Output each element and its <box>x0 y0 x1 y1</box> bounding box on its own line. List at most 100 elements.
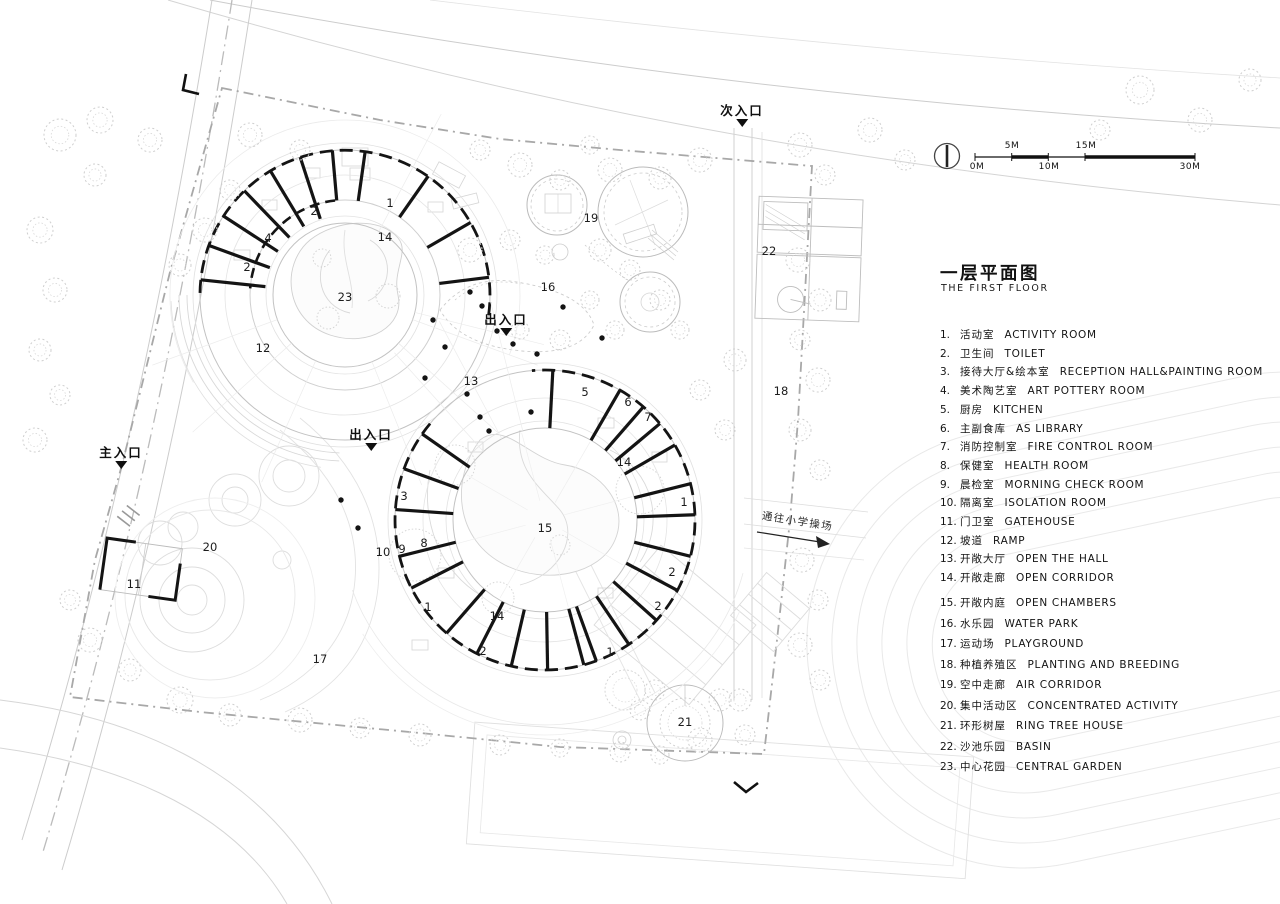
plan-number-label: 1 <box>424 600 432 614</box>
corner-mark-top-icon <box>181 73 200 96</box>
entrance-label: 主入口 <box>99 446 143 470</box>
scale-label: 10M <box>1038 162 1060 172</box>
tree-icon <box>687 147 713 173</box>
tree-icon <box>808 288 832 312</box>
tree-icon <box>789 329 811 351</box>
plan-number-label: 2 <box>310 204 318 218</box>
air-corridor-19 <box>526 166 689 333</box>
plan-number-label: 23 <box>337 290 353 304</box>
tree-icon <box>457 237 483 263</box>
tree-icon <box>648 166 672 190</box>
plan-number-label: 16 <box>540 280 556 294</box>
tree-icon <box>469 139 491 161</box>
tree-icon <box>805 367 831 393</box>
tree-icon <box>408 723 432 747</box>
tree-icon <box>287 707 313 733</box>
plan-number-label: 22 <box>761 244 777 258</box>
play-area-20 <box>114 417 380 713</box>
tree-icon <box>789 547 815 573</box>
tree-icon <box>629 699 651 721</box>
tree-icon <box>1125 75 1155 105</box>
plan-number-label: 2 <box>243 260 251 274</box>
plan-number-label: 15 <box>537 521 553 535</box>
plan-number-label: 18 <box>773 384 789 398</box>
tree-icon <box>785 247 811 273</box>
tree-icon <box>49 384 71 406</box>
tree-icon <box>708 688 732 712</box>
plan-number-label: 17 <box>312 652 328 666</box>
plan-number-label: 4 <box>264 231 272 245</box>
tree-icon <box>137 127 163 153</box>
scale-label: 0M <box>969 162 985 172</box>
tree-icon <box>605 320 625 340</box>
entrance-label: 次入口 <box>720 104 764 128</box>
north-arrow-icon <box>933 142 961 170</box>
scale-label: 15M <box>1075 141 1097 151</box>
plan-number-label: 2 <box>479 644 487 658</box>
plan-number-label: 1 <box>386 196 394 210</box>
tree-icon <box>609 741 631 763</box>
entrance-arrow-icon <box>364 443 377 452</box>
plan-number-label: 1 <box>680 495 688 509</box>
tree-icon <box>734 724 756 746</box>
tree-icon <box>809 459 831 481</box>
plan-number-label: 14 <box>616 455 632 469</box>
tree-icon <box>728 688 752 712</box>
tree-icon <box>650 745 670 765</box>
tree-icon <box>807 589 829 611</box>
central-garden-23 <box>290 222 403 340</box>
tree-icon <box>168 253 192 277</box>
plan-number-label: 20 <box>202 540 218 554</box>
tree-icon <box>499 229 521 251</box>
plan-number-label: 10 <box>375 545 391 559</box>
running-track <box>806 371 1280 869</box>
tree-icon <box>237 122 263 148</box>
tree-icon <box>549 329 571 351</box>
tree-icon <box>1187 107 1213 133</box>
tree-icon <box>349 717 371 739</box>
tree-icon <box>689 379 711 401</box>
tree-icon <box>644 679 666 701</box>
tree-icon <box>550 738 570 758</box>
tree-icon <box>1238 68 1262 92</box>
tree-icon <box>535 245 555 265</box>
entrance-arrow-icon <box>114 461 127 470</box>
plan-number-label: 2 <box>668 565 676 579</box>
plan-number-label: 5 <box>581 385 589 399</box>
tree-icon <box>809 669 831 691</box>
tree-icon <box>489 734 511 756</box>
plan-number-label: 14 <box>377 230 393 244</box>
entrance-arrow-icon <box>735 119 748 128</box>
plan-number-label: 19 <box>583 211 599 225</box>
tree-icon <box>26 216 54 244</box>
site-boundary <box>68 86 813 755</box>
scale-label: 5M <box>1004 141 1020 151</box>
entrance-arrow-icon <box>499 328 512 337</box>
tree-icon <box>83 163 107 187</box>
north-scale-block <box>933 142 1196 170</box>
tree-icon <box>219 179 241 201</box>
entrance-label: 出入口 <box>484 313 528 337</box>
plan-number-label: 13 <box>463 374 479 388</box>
plan-number-label: 12 <box>255 341 271 355</box>
tree-icon <box>118 658 142 682</box>
tree-icon <box>192 217 218 243</box>
scale-label: 30M <box>1179 162 1201 172</box>
tree-icon <box>22 427 48 453</box>
tree-icon <box>588 238 612 262</box>
tree-icon <box>649 289 671 311</box>
gatehouse-11 <box>98 504 183 602</box>
